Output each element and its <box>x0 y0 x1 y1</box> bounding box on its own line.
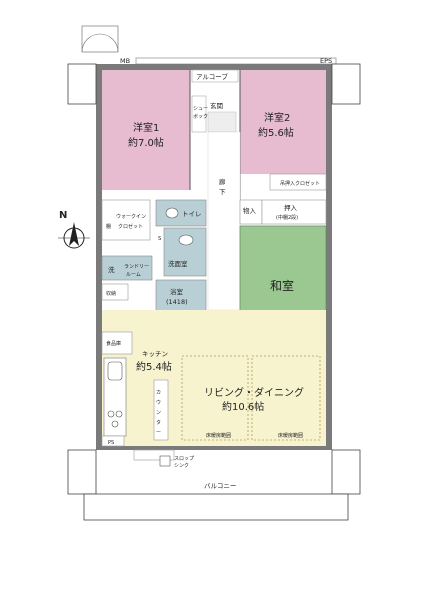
label-ld-size: 約10.6帖 <box>222 400 264 413</box>
compass-icon <box>58 222 90 249</box>
label-ld-name: リビング・ダイニング <box>204 386 304 399</box>
label-mb: MB <box>120 57 130 65</box>
label-bath-size: (1418) <box>166 298 188 306</box>
label-bath: 浴室 <box>170 287 184 296</box>
label-walkin-1: ウォークイン <box>116 213 146 220</box>
label-counter-2: ウ <box>156 399 161 406</box>
wall-right <box>326 64 332 450</box>
label-laundry: 洗 <box>108 265 115 274</box>
label-hallway-2: 下 <box>219 188 226 196</box>
label-closet-w2: 吊押入クロゼット <box>280 180 320 187</box>
wall-left <box>96 64 102 450</box>
label-kitchen-name: キッチン <box>142 350 168 358</box>
label-counter: カ <box>156 390 161 396</box>
label-counter-5: ー <box>156 430 161 436</box>
label-balcony: バルコニー <box>204 482 236 490</box>
wall-top <box>96 64 332 70</box>
western1-name: 洋室1 <box>133 121 159 134</box>
label-s: S <box>158 236 161 242</box>
label-hallway-1: 廊 <box>219 177 226 186</box>
label-japanese: 和室 <box>270 278 294 293</box>
label-storage2: 収納 <box>106 290 116 297</box>
label-shoes-box-2: ボックス <box>193 113 213 120</box>
label-walkin-2: クロゼット <box>118 223 143 230</box>
room-western-2 <box>240 70 326 174</box>
label-washroom: 洗面室 <box>168 259 188 268</box>
room-toilet <box>155 199 207 227</box>
label-counter-3: ン <box>156 410 161 416</box>
western1-size: 約7.0帖 <box>128 136 164 149</box>
label-shelf: 棚 <box>106 223 111 230</box>
label-toilet: トイレ <box>182 210 202 218</box>
hallway <box>207 131 241 311</box>
label-entrance: 玄関 <box>210 101 223 110</box>
label-slop-sink-2: シンク <box>174 463 189 469</box>
room-ldk <box>102 310 326 446</box>
label-ps: PS <box>108 440 114 446</box>
compass-label: N <box>59 210 67 221</box>
label-kitchen-size: 約5.4帖 <box>136 360 172 373</box>
western2-name: 洋室2 <box>264 111 290 124</box>
room-western-1 <box>102 70 190 190</box>
label-pantry: 食品庫 <box>106 340 121 347</box>
label-slop-sink-1: スロップ <box>174 456 194 462</box>
label-eps: EPS <box>320 57 332 65</box>
western2-size: 約5.6帖 <box>258 126 294 139</box>
label-floor-heat-1: 床暖房範囲 <box>206 432 231 439</box>
label-laundry-room-1: ランドリー <box>124 264 149 270</box>
label-storage: 物入 <box>243 206 257 215</box>
wall-bottom <box>96 446 332 450</box>
label-alcove: アルコーブ <box>196 72 228 81</box>
label-oshiire: 押入 <box>284 203 298 212</box>
label-oshiire-sub: (中棚2段) <box>276 214 298 221</box>
label-laundry-room-2: ルーム <box>126 272 141 278</box>
label-floor-heat-2: 床暖房範囲 <box>278 432 303 439</box>
label-counter-4: タ <box>156 419 161 426</box>
label-shoes-box: シュー <box>193 106 208 112</box>
